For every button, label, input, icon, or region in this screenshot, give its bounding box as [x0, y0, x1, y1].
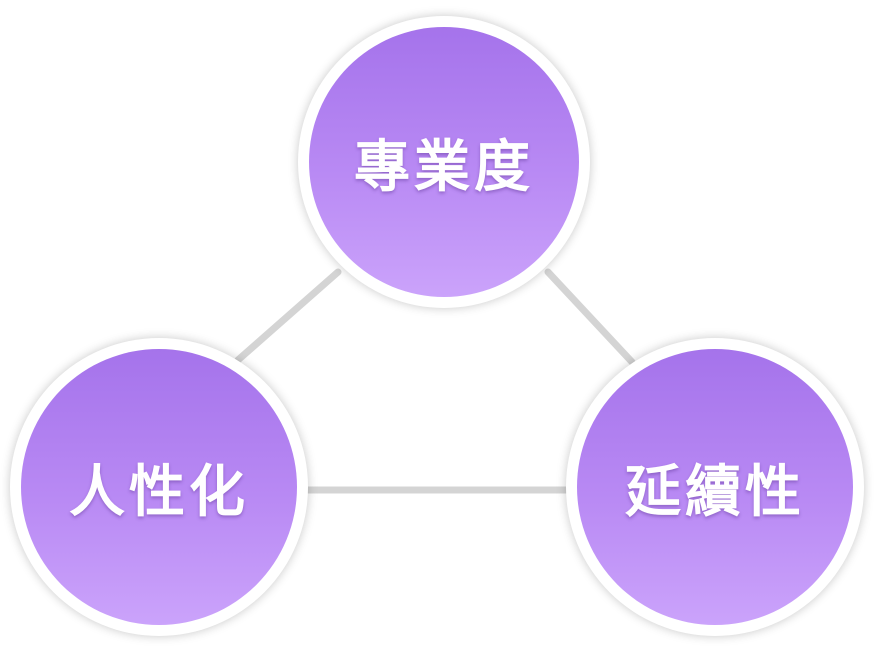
node-professionalism: 專業度 — [298, 16, 590, 308]
node-humanization: 人性化 — [10, 338, 308, 636]
node-label-humanization: 人性化 — [69, 458, 249, 525]
node-label-professionalism: 專業度 — [354, 133, 534, 200]
node-disc: 延續性 — [577, 349, 853, 625]
node-label-continuity: 延續性 — [625, 458, 805, 525]
connector-top-left — [234, 268, 342, 364]
node-disc: 人性化 — [21, 349, 297, 625]
node-continuity: 延續性 — [566, 338, 864, 636]
node-disc: 專業度 — [309, 27, 579, 297]
connector-top-right — [544, 268, 636, 366]
